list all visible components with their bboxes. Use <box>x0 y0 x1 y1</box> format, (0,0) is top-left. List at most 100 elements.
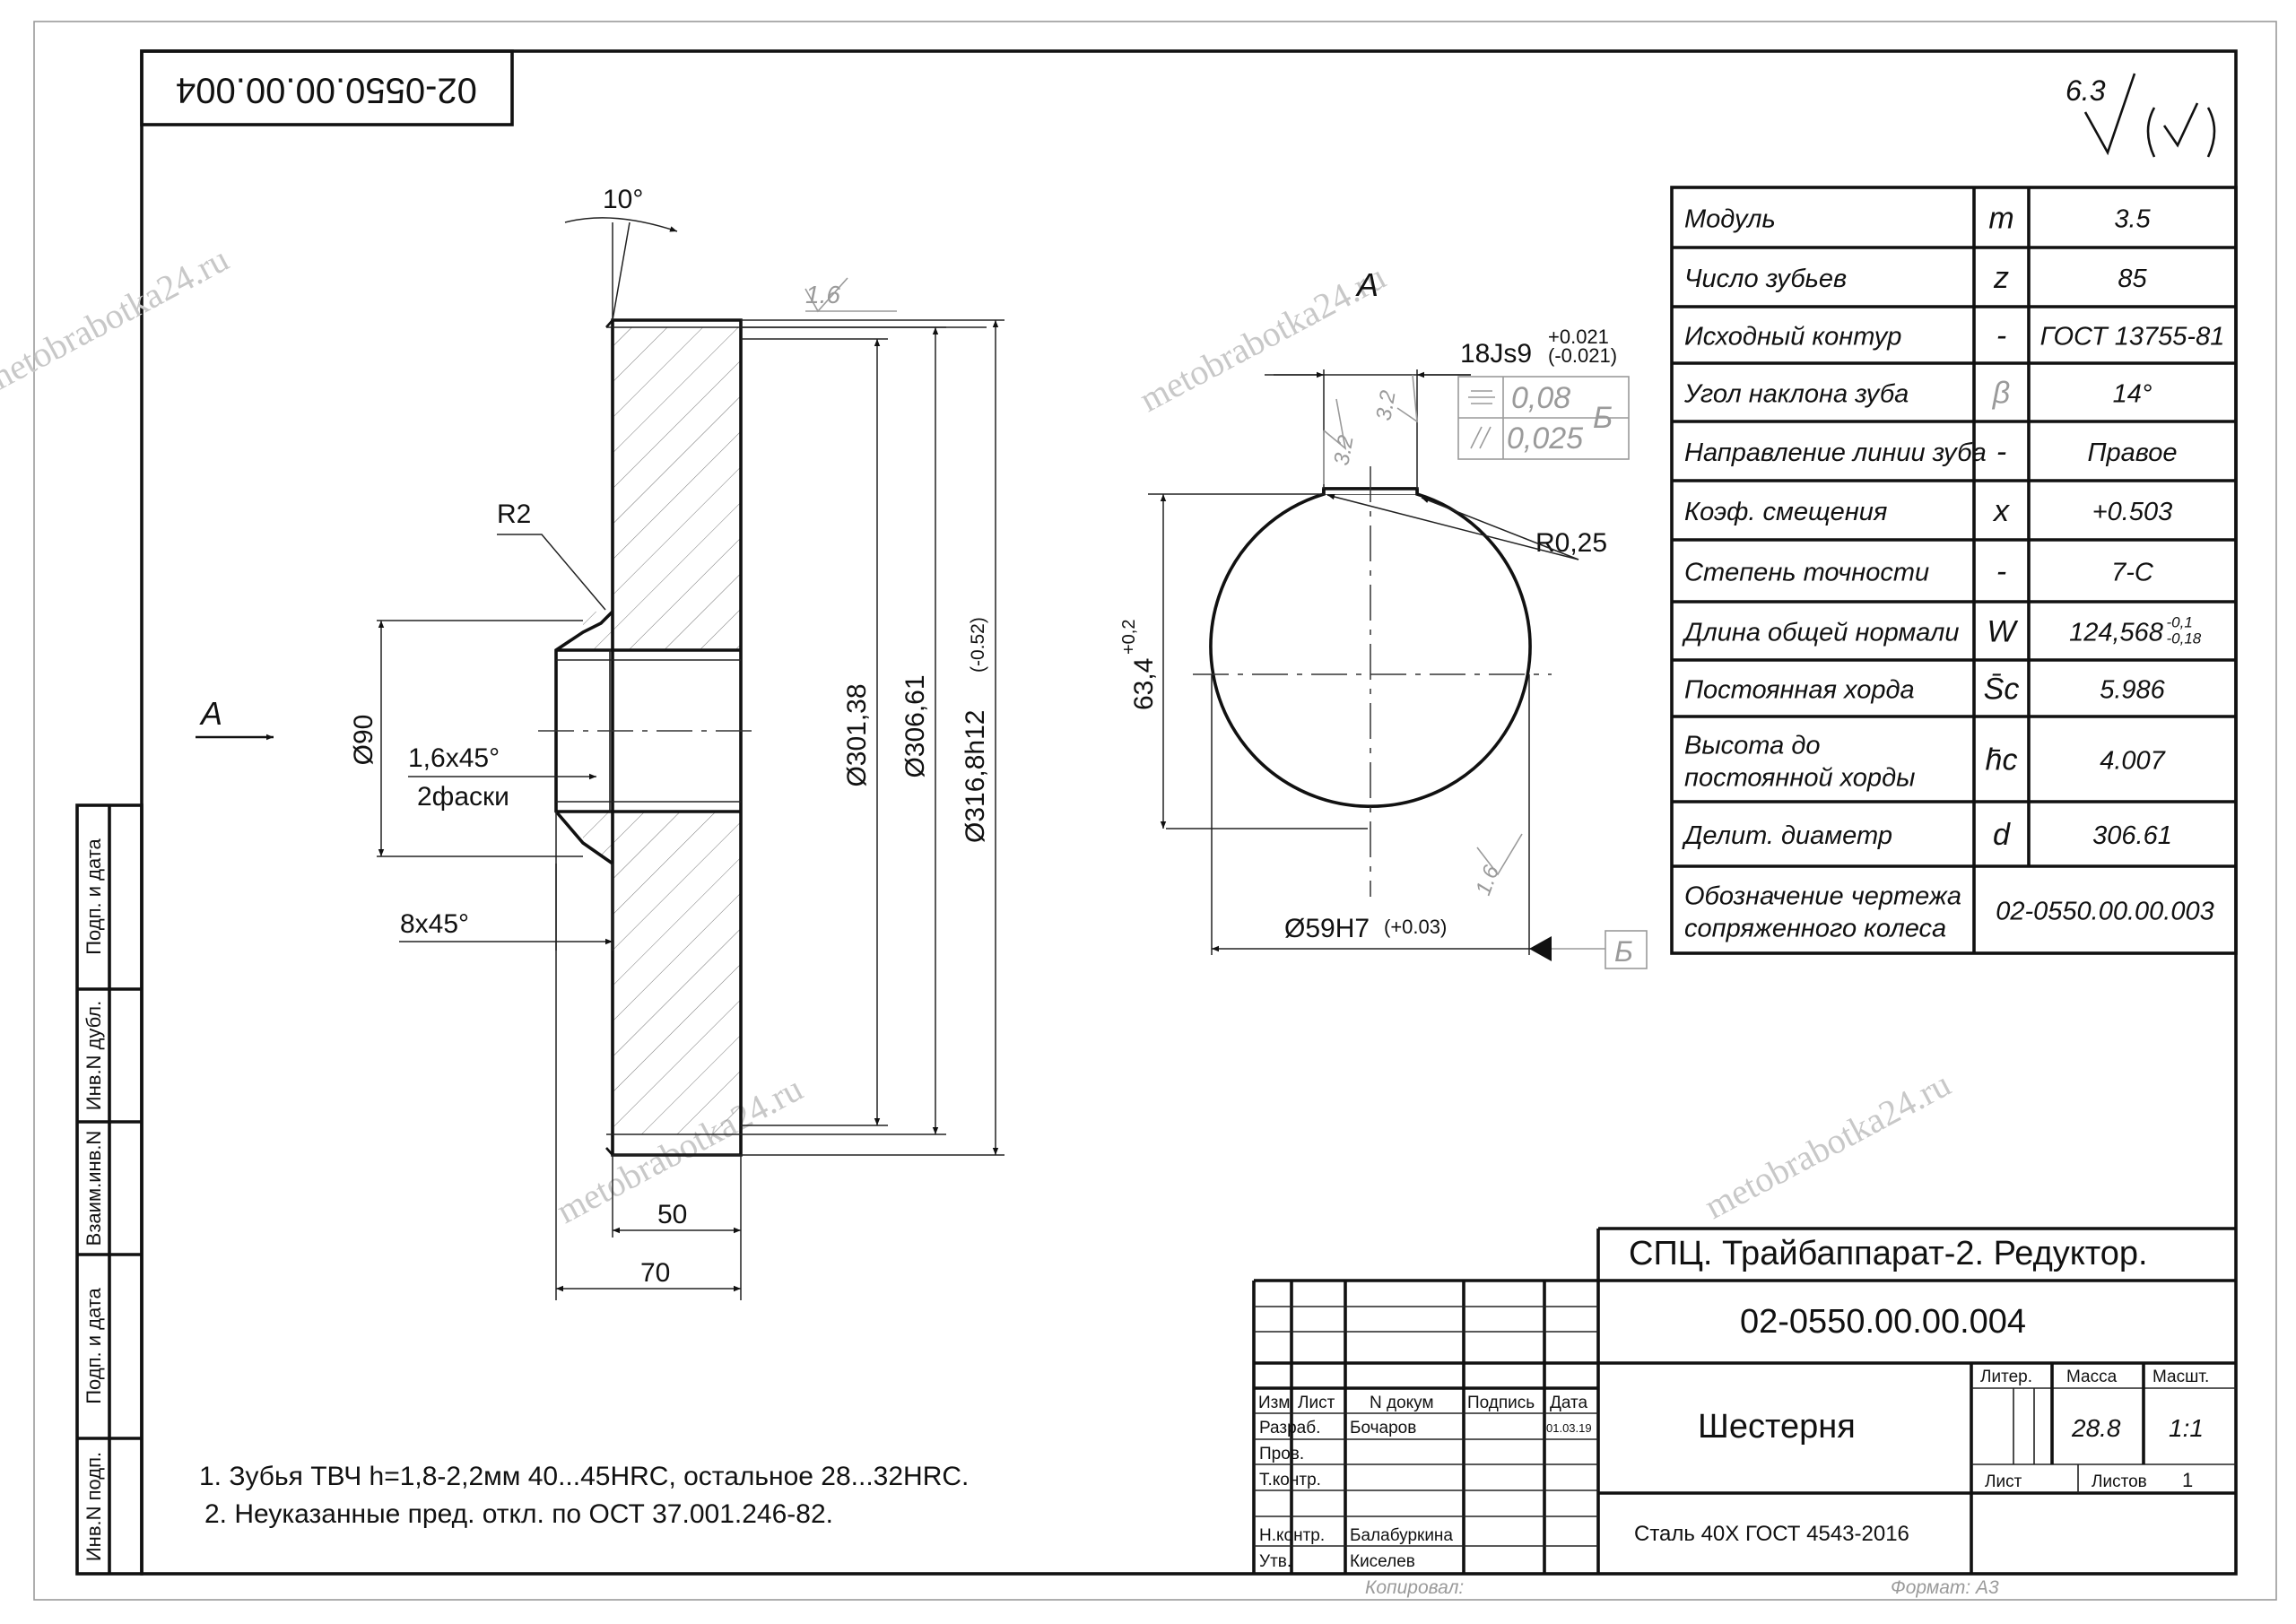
tb-hdr-izm: Изм <box>1258 1394 1290 1412</box>
tol-par-value: 0,025 <box>1507 421 1583 456</box>
tb-role-tkontr: Т.контр. <box>1259 1471 1321 1489</box>
svg-text:1.6: 1.6 <box>805 281 840 308</box>
gear-param-name: Угол наклона зуба <box>1683 380 1909 409</box>
keyway-label: 18Js9 <box>1460 339 1532 369</box>
view-a-title: A <box>1355 266 1378 303</box>
tb-date-razrab: 01.03.19 <box>1546 1421 1592 1435</box>
tb-role-nkontr: Н.контр. <box>1259 1526 1325 1545</box>
svg-text:3.2: 3.2 <box>1329 433 1358 467</box>
gear-param-value: +0.503 <box>2092 498 2173 526</box>
tb-name-nkontr: Балабуркина <box>1350 1526 1453 1545</box>
gear-param-value: 3.5 <box>2114 205 2151 234</box>
gear-param-name: Длина общей нормали <box>1682 619 1960 647</box>
gear-param-name: Направление линии зуба <box>1684 439 1987 467</box>
gear-param-name: Делит. диаметр <box>1682 821 1892 850</box>
tb-mass: 28.8 <box>2071 1414 2121 1442</box>
gear-param-symbol: β <box>1992 377 2010 411</box>
gear-param-tol-up: -0,1 <box>2167 614 2193 631</box>
gear-param-name: Высота до <box>1684 732 1821 760</box>
gear-param-value: 5.986 <box>2100 676 2165 705</box>
gear-param-value: Правое <box>2087 439 2177 467</box>
gear-param-name: Число зубьев <box>1684 265 1847 293</box>
gear-param-symbol: x <box>1992 494 2010 528</box>
tb-name-razrab: Бочаров <box>1350 1419 1416 1437</box>
tb-liter-label: Литер. <box>1980 1368 2032 1386</box>
width-70-label: 70 <box>640 1258 670 1288</box>
tb-role-utv: Утв. <box>1259 1552 1292 1571</box>
gear-param-tol-low: -0,18 <box>2167 630 2202 647</box>
tb-role-razrab: Разраб. <box>1259 1419 1320 1437</box>
tolerance-frame: 0,08 0,025 Б <box>1457 376 1630 460</box>
drawing-frame <box>140 49 2238 1576</box>
gear-param-name: Степень точности <box>1684 559 1929 587</box>
note-2: 2. Неуказанные пред. откл. по ОСТ 37.001… <box>204 1499 833 1529</box>
sheet-trim <box>33 21 2277 1601</box>
stamp-label: Инв.N дубл. <box>83 1001 105 1110</box>
gear-param-value: 02-0550.00.00.003 <box>1996 898 2214 926</box>
gear-param-value: 124,568 <box>2069 619 2163 647</box>
datum-box <box>1605 930 1648 969</box>
chamfer-small-note: 2фаски <box>417 782 509 812</box>
tb-sheet-label: Лист <box>1985 1472 2022 1491</box>
gear-param-name: Обозначение чертежа <box>1684 882 1961 911</box>
rotated-code-box: 02-0550.00.00.004 <box>140 49 514 126</box>
svg-text:3.2: 3.2 <box>1371 388 1400 422</box>
tb-hdr-list: Лист <box>1298 1394 1335 1412</box>
gear-param-symbol: h̄c <box>1986 743 2018 777</box>
general-roughness-mark: 6.3 <box>2066 73 2216 158</box>
tb-scale: 1:1 <box>2169 1414 2204 1442</box>
stamp-label: Инв.N подп. <box>83 1452 105 1561</box>
gear-param-value: 85 <box>2118 265 2147 293</box>
gear-param-value: 14° <box>2113 380 2152 409</box>
angle-label: 10° <box>603 185 643 214</box>
tb-copied: Копировал: <box>1365 1577 1464 1598</box>
key-depth-label: 63,4 <box>1129 658 1159 710</box>
tb-role-prov: Пров. <box>1259 1445 1304 1463</box>
gear-param-value: 306.61 <box>2092 821 2172 850</box>
gear-param-value: ГОСТ 13755-81 <box>2040 323 2225 352</box>
gear-param-value: 7-C <box>2111 559 2154 587</box>
bore-roughness-mark: 1.6 <box>1471 833 1523 899</box>
tb-mass-label: Масса <box>2066 1368 2118 1386</box>
radius-label: R2 <box>497 499 531 529</box>
tb-hdr-ndoc: N докум <box>1370 1394 1434 1412</box>
width-50-label: 50 <box>657 1200 687 1229</box>
tb-code: 02-0550.00.00.004 <box>1740 1303 2026 1341</box>
keyway-tol-low: (-0.021) <box>1548 344 1617 367</box>
rotated-code: 02-0550.00.00.004 <box>176 70 477 109</box>
view-a: A 18Js9 +0.021 (-0.021) 3.2 3.2 <box>1119 266 1648 969</box>
tol-datum: Б <box>1593 401 1613 435</box>
note-1: 1. Зубья ТВЧ h=1,8-2,2мм 40...45HRC, ост… <box>199 1462 969 1491</box>
key-depth-tol: +0,2 <box>1119 620 1139 655</box>
gear-param-name: Коэф. смещения <box>1684 498 1887 526</box>
title-block: СПЦ. Трайбаппарат-2. Редуктор. 02-0550.0… <box>1252 1227 2236 1598</box>
tol-sym-value: 0,08 <box>1511 381 1570 415</box>
gear-param-symbol: - <box>1996 319 2006 353</box>
keyway-tol-up: +0.021 <box>1548 326 1609 348</box>
side-stamp-column: Подп. и дата Инв.N дубл. Взаим.инв.N Под… <box>75 803 144 1576</box>
gear-param-symbol: m <box>1988 202 2013 236</box>
svg-text:6.3: 6.3 <box>2066 74 2106 107</box>
gear-param-name: Модуль <box>1684 205 1776 234</box>
dia-3-tol: (-0.52) <box>968 617 988 673</box>
gear-param-name: Постоянная хорда <box>1684 676 1915 705</box>
tb-project: СПЦ. Трайбаппарат-2. Редуктор. <box>1629 1235 2148 1272</box>
gear-param-symbol: - <box>1996 555 2006 589</box>
roughness-top-mark: 1.6 <box>804 277 897 313</box>
dia-1-label: Ø301,38 <box>842 683 872 786</box>
gear-param-name: Исходный контур <box>1684 323 1901 352</box>
dia-3-label: Ø316,8h12 <box>961 710 990 843</box>
dia-2-label: Ø306,61 <box>900 674 930 777</box>
bore-tol: (+0.03) <box>1384 916 1447 938</box>
tb-sheets: 1 <box>2182 1469 2193 1491</box>
gear-param-symbol: z <box>1993 261 2009 295</box>
tb-part-name: Шестерня <box>1698 1408 1856 1446</box>
stamp-label: Взаим.инв.N <box>83 1131 105 1246</box>
tb-material: Сталь 40Х ГОСТ 4543-2016 <box>1634 1522 1909 1546</box>
keyway-roughness-marks: 3.2 3.2 <box>1323 374 1418 484</box>
stamp-label: Подп. и дата <box>83 838 105 954</box>
watermark: metobrabotka24.ru <box>1133 256 1392 420</box>
tb-format: Формат: А3 <box>1891 1577 1999 1598</box>
